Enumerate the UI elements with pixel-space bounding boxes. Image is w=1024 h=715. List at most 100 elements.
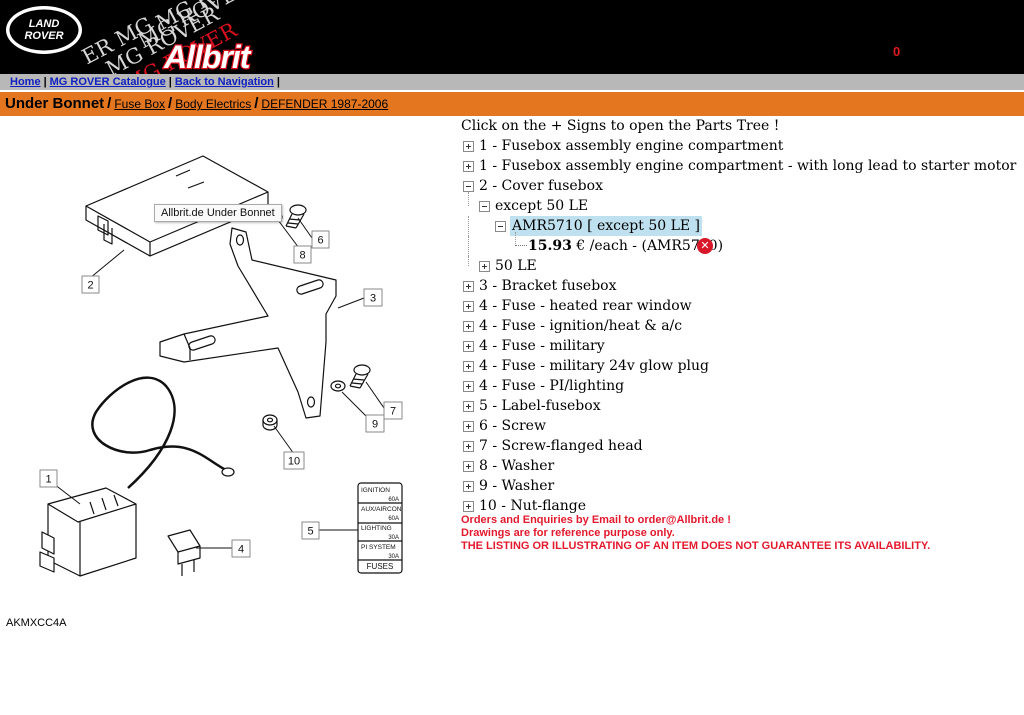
tree-item-label[interactable]: 9 - Washer [479,478,555,494]
land-rover-logo[interactable]: LAND ROVER [4,4,84,56]
fuse-label-row-amp: 60A [388,497,399,503]
tree-item-cover-fusebox[interactable]: 2 - Cover fusebox [461,176,1021,196]
expand-icon[interactable] [463,441,474,452]
tree-item-fuse-heated-rear-window[interactable]: 4 - Fuse - heated rear window [461,296,1021,316]
expand-icon[interactable] [463,321,474,332]
expand-icon[interactable] [463,301,474,312]
tree-item-label[interactable]: 4 - Fuse - heated rear window [479,298,692,314]
note-availability: THE LISTING OR ILLUSTRATING OF AN ITEM D… [461,540,931,552]
callout-label: 5 [307,526,313,538]
callout-label: 9 [372,419,378,431]
tree-item-bracket-fusebox[interactable]: 3 - Bracket fusebox [461,276,1021,296]
order-notes: Orders and Enquiries by Email to order@A… [461,514,930,553]
allbrit-logo-text: Allbrit [163,40,252,72]
tree-item-label[interactable]: 4 - Fuse - PI/lighting [479,378,625,394]
tree-item-label[interactable]: 4 - Fuse - military [479,338,605,354]
tree-connector [515,232,516,246]
expand-icon[interactable] [463,281,474,292]
top-navigation: Home|MG ROVER Catalogue|Back to Navigati… [0,74,1024,90]
tree-item-label[interactable]: 6 - Screw [479,418,546,434]
washer-9-drawing [330,380,346,392]
tree-item-fusebox-assembly-long-lead[interactable]: 1 - Fusebox assembly engine compartment … [461,156,1021,176]
breadcrumb-link-fuse-box[interactable]: Fuse Box [114,97,166,111]
tree-item-fuse-pi-lighting[interactable]: 4 - Fuse - PI/lighting [461,376,1021,396]
tree-item-fuse-ignition-heat[interactable]: 4 - Fuse - ignition/heat & a/c [461,316,1021,336]
breadcrumb-link-body-electrics[interactable]: Body Electrics [175,97,252,111]
cart-count[interactable]: 0 [893,44,901,59]
nut-flange-10-drawing [262,414,278,431]
fuse-label-row-amp: 30A [388,535,399,541]
tree-connector [468,256,469,266]
parts-tree-intro: Click on the + Signs to open the Parts T… [461,118,780,134]
tree-item-label[interactable]: except 50 LE [495,198,589,214]
remove-icon[interactable]: ✕ [697,238,713,254]
fuse-label-footer: FUSES [367,562,394,571]
tree-item-amr5710[interactable]: AMR5710 [ except 50 LE ] [461,216,1021,236]
fuse-label-row-name: IGNITION [361,487,390,494]
expand-icon[interactable] [463,421,474,432]
callout-label: 2 [87,280,93,292]
expand-icon[interactable] [463,501,474,512]
tree-item-label[interactable]: 8 - Washer [479,458,555,474]
callout-boxes [39,230,403,558]
callout-label: 1 [45,474,51,486]
tree-item-washer-9[interactable]: 9 - Washer [461,476,1021,496]
tree-item-label[interactable]: 2 - Cover fusebox [479,178,603,194]
tree-item-screw-flanged-head[interactable]: 7 - Screw-flanged head [461,436,1021,456]
parts-tree: Click on the + Signs to open the Parts T… [461,116,1021,516]
allbrit-logo-graphic: Allbrit [162,40,254,72]
tree-item-fuse-military[interactable]: 4 - Fuse - military [461,336,1021,356]
collapse-icon[interactable] [495,221,506,232]
tree-item-label[interactable]: 1 - Fusebox assembly engine compartment … [479,158,1017,174]
tree-item-label[interactable]: 50 LE [495,258,537,274]
expand-icon[interactable] [463,161,474,172]
nav-link-back[interactable]: Back to Navigation [174,76,274,88]
tree-item-fuse-military-24v[interactable]: 4 - Fuse - military 24v glow plug [461,356,1021,376]
price-detail: € /each - (AMR5710) [571,238,724,254]
tree-item-nut-flange[interactable]: 10 - Nut-flange [461,496,1021,516]
tree-item-screw[interactable]: 6 - Screw [461,416,1021,436]
tree-item-label-fusebox[interactable]: 5 - Label-fusebox [461,396,1021,416]
expand-icon[interactable] [463,481,474,492]
parts-diagram[interactable]: IGNITION 60A AUX/AIRCON 60A LIGHTING 30A… [0,120,455,590]
diagram-tooltip: Allbrit.de Under Bonnet [154,204,282,222]
expand-icon[interactable] [463,361,474,372]
nav-link-home[interactable]: Home [10,76,41,88]
tree-item-label[interactable]: 5 - Label-fusebox [479,398,601,414]
callout-label: 7 [390,406,396,418]
breadcrumb-separator: / [107,95,112,112]
expand-icon[interactable] [463,141,474,152]
tree-connector [468,216,469,236]
fuse-label-row-name: LIGHTING [361,525,392,532]
allbrit-logo[interactable]: Allbrit [162,40,322,72]
bracket-fusebox-drawing [159,227,337,419]
tree-connector [468,236,469,256]
screw-6-drawing [285,204,307,229]
nav-separator: | [168,76,172,88]
expand-icon[interactable] [463,381,474,392]
tree-item-label[interactable]: 1 - Fusebox assembly engine compartment [479,138,784,154]
tree-item-label[interactable]: 7 - Screw-flanged head [479,438,643,454]
breadcrumb-separator: / [168,95,173,112]
expand-icon[interactable] [463,341,474,352]
tree-item-label[interactable]: 4 - Fuse - military 24v glow plug [479,358,709,374]
land-rover-logo-line-1: LAND [29,18,60,30]
nav-link-catalogue[interactable]: MG ROVER Catalogue [49,76,166,88]
collapse-icon[interactable] [479,201,490,212]
breadcrumb: Under Bonnet/Fuse Box/Body Electrics/DEF… [0,92,1024,116]
collapse-icon[interactable] [463,181,474,192]
fuse-drawing [167,529,201,576]
breadcrumb-link-defender[interactable]: DEFENDER 1987-2006 [261,97,389,111]
tree-item-fusebox-assembly[interactable]: 1 - Fusebox assembly engine compartment [461,136,1021,156]
tree-item-label[interactable]: 3 - Bracket fusebox [479,278,617,294]
tree-item-except-50-le[interactable]: except 50 LE [461,192,1021,216]
tree-item-label[interactable]: 10 - Nut-flange [479,498,587,514]
tree-item-washer-8[interactable]: 8 - Washer [461,456,1021,476]
tree-item-label[interactable]: 4 - Fuse - ignition/heat & a/c [479,318,683,334]
expand-icon[interactable] [479,261,490,272]
expand-icon[interactable] [463,401,474,412]
fuse-label-drawing: IGNITION 60A AUX/AIRCON 60A LIGHTING 30A… [357,482,403,574]
expand-icon[interactable] [463,461,474,472]
tree-item-label-selected[interactable]: AMR5710 [ except 50 LE ] [510,216,703,236]
tree-item-50-le[interactable]: 50 LE [461,256,1021,276]
